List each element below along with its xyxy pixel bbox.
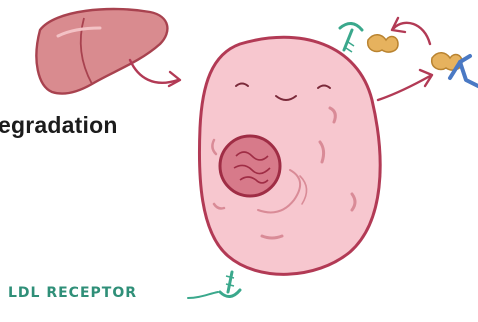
receptor-icon	[340, 23, 362, 52]
label-connector	[188, 292, 218, 298]
arrow-icon	[130, 60, 180, 86]
arrow-icon	[378, 70, 432, 100]
ldl-particle-icon	[368, 35, 398, 52]
receptor-icon	[220, 272, 240, 297]
degradation-label: egradation	[0, 112, 118, 139]
nucleus-icon	[220, 136, 280, 196]
ldl-receptor-label: LDL RECEPTOR	[8, 285, 137, 301]
